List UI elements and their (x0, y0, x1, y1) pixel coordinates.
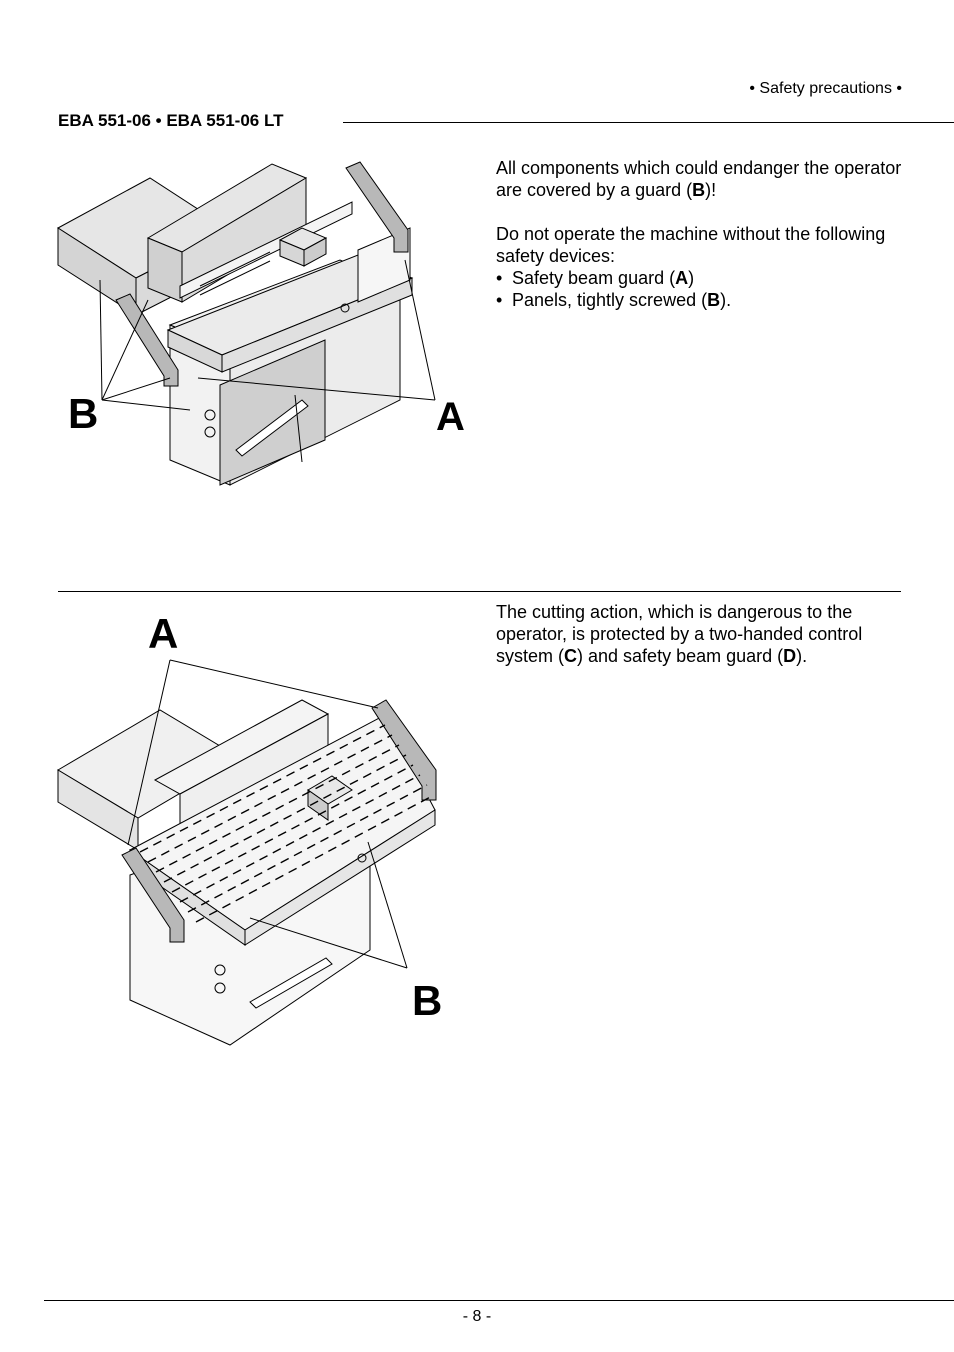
section1-para1: All components which could endanger the … (496, 158, 902, 200)
machine-figure-beam-guard: A B (57, 610, 442, 1046)
machine-figure-guards: B A (57, 161, 465, 486)
section-rule (58, 591, 901, 592)
figure1-label-a: A (436, 395, 465, 439)
section2-para: The cutting action, which is dangerous t… (496, 602, 863, 666)
header-rule (343, 122, 954, 123)
bullet-item: • Panels, tightly screwed (B). (496, 290, 732, 310)
page-number: - 8 - (462, 1308, 492, 1325)
section1-text: All components which could endanger the … (496, 157, 906, 311)
section1-para2: Do not operate the machine without the f… (496, 224, 886, 266)
running-head: • Safety precautions • (749, 80, 902, 97)
bullet-item: • Safety beam guard (A) (496, 268, 695, 288)
figure2-label-a: A (148, 610, 178, 657)
model-title: EBA 551-06 • EBA 551-06 LT (58, 111, 284, 130)
figure2-label-b: B (412, 977, 442, 1024)
figure1-label-b: B (68, 390, 98, 437)
footer-rule (44, 1300, 954, 1301)
section2-text: The cutting action, which is dangerous t… (496, 601, 906, 667)
